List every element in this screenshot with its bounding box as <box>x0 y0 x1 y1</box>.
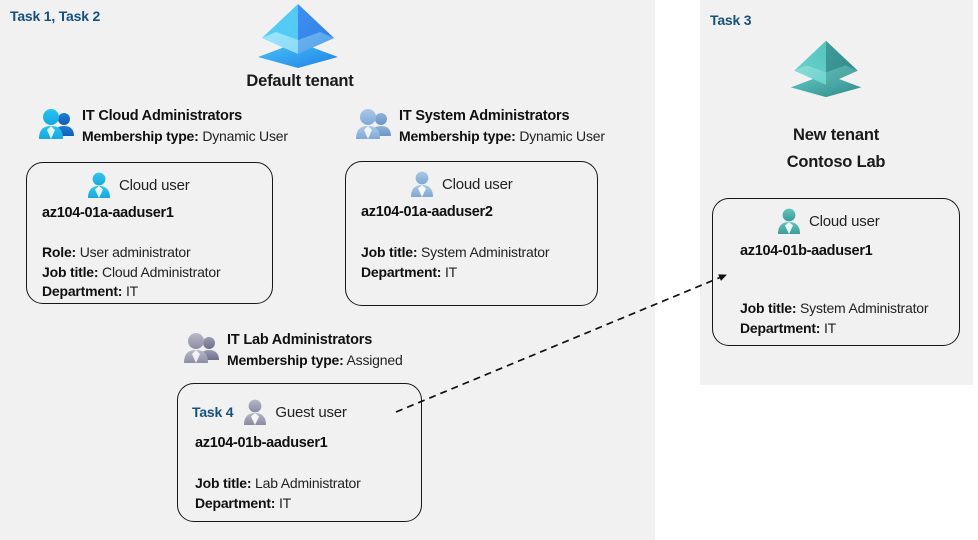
group-name: IT System Administrators <box>399 108 570 124</box>
card-username: az104-01b-aaduser1 <box>740 243 873 259</box>
group-membership-value: Dynamic User <box>202 128 288 144</box>
azure-ad-tenant-icon-default <box>256 2 340 68</box>
card-attr-row: Job title: System Administrator <box>361 243 550 263</box>
group-membership-value: Dynamic User <box>519 128 605 144</box>
card-header: Cloud user <box>85 171 190 199</box>
group-users-icon <box>183 332 221 371</box>
attr-label: Department: <box>195 494 276 511</box>
card-attr-row: Role: User administrator <box>42 243 220 263</box>
group-membership-label: Membership type: <box>399 128 516 144</box>
user-card-az104-01a-aaduser2[interactable]: Cloud user az104-01a-aaduser2 Job title:… <box>345 161 598 306</box>
group-users-icon <box>38 108 76 147</box>
card-attr-row: Department: IT <box>361 263 549 283</box>
cloud-user-icon <box>408 170 436 198</box>
card-usertype: Cloud user <box>442 175 513 193</box>
card-attr-row: Job title: Cloud Administrator <box>42 263 221 283</box>
card-username: az104-01a-aaduser1 <box>42 205 174 221</box>
card-username: az104-01b-aaduser1 <box>195 435 328 451</box>
default-tenant-title: Default tenant <box>246 72 354 90</box>
attr-value: Lab Administrator <box>255 475 361 491</box>
card-header: Cloud user <box>775 207 880 235</box>
attr-label: Department: <box>740 319 821 336</box>
group-membership: Membership type: Assigned <box>227 350 403 371</box>
new-tenant-title-line1: New tenant <box>792 126 879 144</box>
card-header: Cloud user <box>408 170 513 198</box>
attr-value: Cloud Administrator <box>102 263 221 280</box>
new-tenant-title-line2: Contoso Lab <box>786 153 886 171</box>
card-task-label: Task 4 <box>192 404 234 420</box>
card-attributes: Job title: Lab Administrator Department:… <box>195 474 361 513</box>
azure-ad-tenant-icon-new <box>789 38 863 98</box>
cloud-user-icon <box>85 171 113 199</box>
group-membership-label: Membership type: <box>82 128 199 144</box>
group-membership-label: Membership type: <box>227 352 344 368</box>
attr-label: Job title: <box>195 475 252 491</box>
group-name: IT Cloud Administrators <box>82 108 243 124</box>
attr-value: System Administrator <box>421 244 550 260</box>
user-card-az104-01a-aaduser1[interactable]: Cloud user az104-01a-aaduser1 Role: User… <box>26 162 273 304</box>
guest-user-icon <box>241 398 269 426</box>
attr-label: Job title: <box>361 244 418 260</box>
card-usertype: Cloud user <box>809 212 880 230</box>
attr-label: Job title: <box>42 263 99 280</box>
group-users-icon <box>355 108 393 147</box>
card-attr-row: Department: IT <box>42 282 220 302</box>
card-attributes: Job title: System Administrator Departme… <box>740 299 929 339</box>
card-header: Task 4 Guest user <box>192 398 347 426</box>
card-attributes: Role: User administrator Job title: Clou… <box>42 243 221 302</box>
attr-label: Department: <box>42 283 123 299</box>
card-username: az104-01a-aaduser2 <box>361 204 493 220</box>
card-attr-row: Department: IT <box>195 494 361 514</box>
attr-label: Role: <box>42 244 77 260</box>
task-label-left: Task 1, Task 2 <box>10 8 101 24</box>
card-attributes: Job title: System Administrator Departme… <box>361 243 550 283</box>
group-membership: Membership type: Dynamic User <box>82 126 288 147</box>
attr-label: Department: <box>361 263 442 280</box>
card-usertype: Cloud user <box>119 176 190 194</box>
group-membership-value: Assigned <box>346 352 403 368</box>
cloud-user-icon <box>775 207 803 235</box>
default-tenant-panel <box>0 0 655 540</box>
task-label-right: Task 3 <box>710 12 752 28</box>
attr-label: Job title: <box>740 300 797 316</box>
card-usertype: Guest user <box>275 403 347 421</box>
attr-value: IT <box>278 494 292 511</box>
attr-value: IT <box>125 283 139 299</box>
user-card-guest-az104-01b-aaduser1[interactable]: Task 4 Guest user az104-01b-aaduser1 Job… <box>177 383 422 522</box>
attr-value: System Administrator <box>800 300 929 316</box>
card-attr-row: Job title: System Administrator <box>740 299 929 319</box>
attr-value: User administrator <box>79 244 191 260</box>
attr-value: IT <box>444 263 458 280</box>
attr-value: IT <box>823 319 837 336</box>
group-membership: Membership type: Dynamic User <box>399 126 605 147</box>
group-name: IT Lab Administrators <box>227 332 373 348</box>
card-attr-row: Job title: Lab Administrator <box>195 474 361 494</box>
user-card-new-tenant-az104-01b-aaduser1[interactable]: Cloud user az104-01b-aaduser1 Job title:… <box>712 198 960 346</box>
card-attr-row: Department: IT <box>740 319 928 339</box>
